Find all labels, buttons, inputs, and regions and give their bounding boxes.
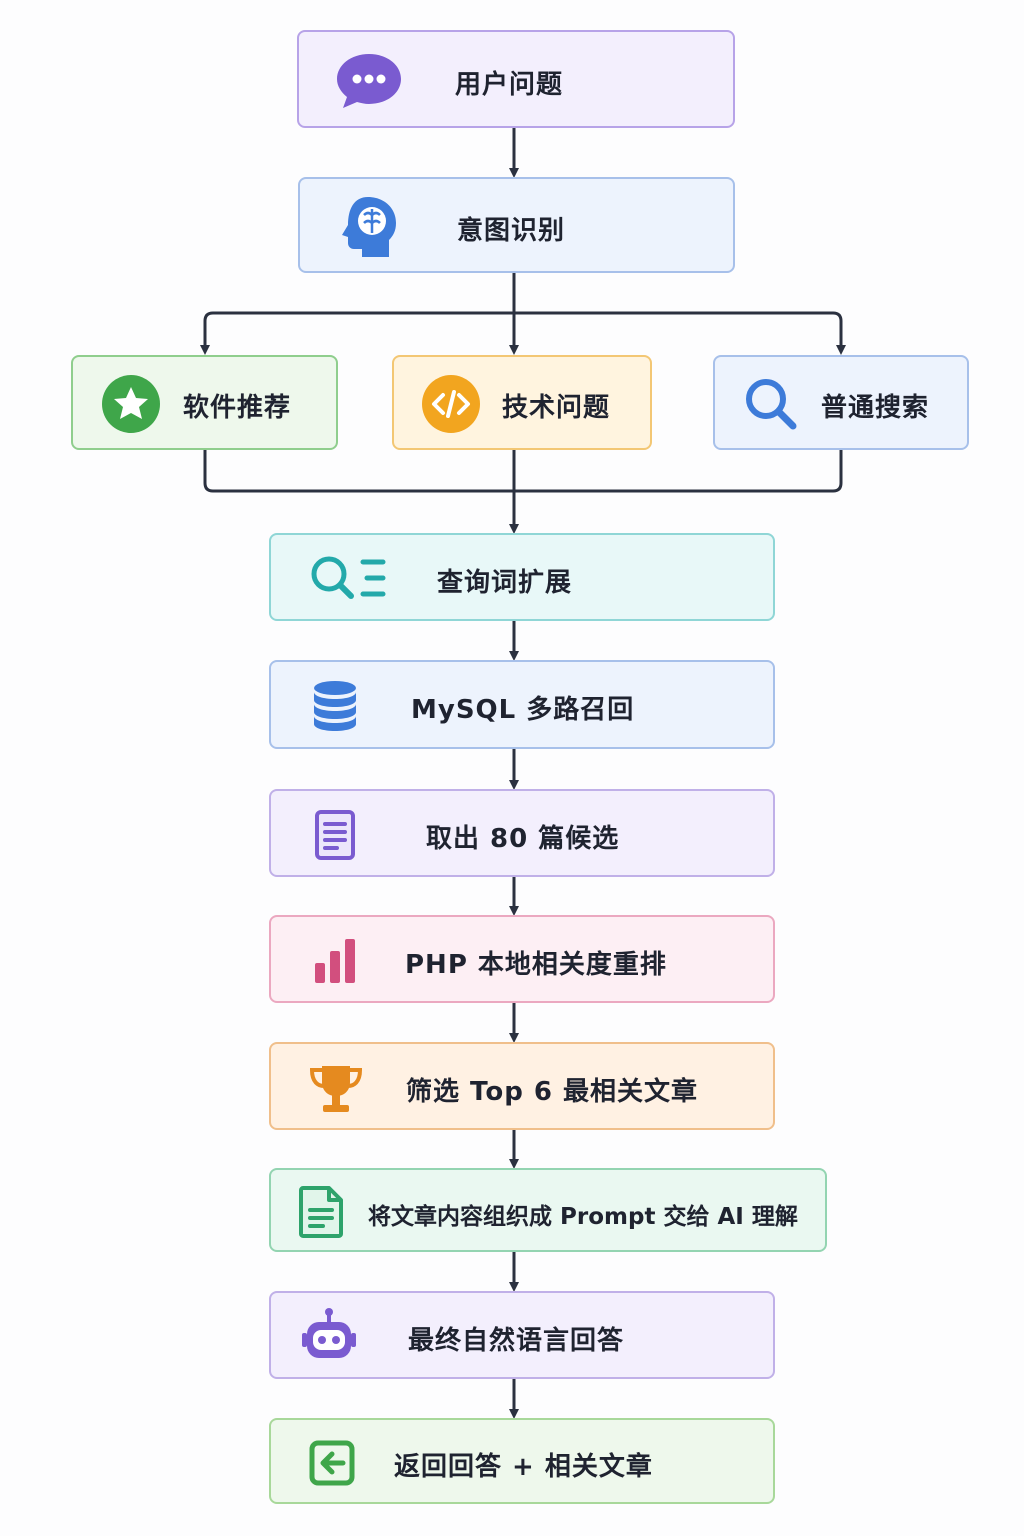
bar-chart-icon — [313, 937, 357, 983]
node-label: 返回回答 + 相关文章 — [394, 1452, 653, 1482]
code-icon — [421, 374, 481, 434]
node-label: 将文章内容组织成 Prompt 交给 AI 理解 — [368, 1204, 798, 1230]
node-general-search: 普通搜索 — [713, 355, 969, 450]
node-label: 取出 80 篇候选 — [426, 824, 620, 854]
node-label: MySQL 多路召回 — [411, 695, 635, 725]
trophy-icon — [308, 1062, 364, 1114]
node-top6: 筛选 Top 6 最相关文章 — [269, 1042, 775, 1130]
node-software-recommendation: 软件推荐 — [71, 355, 338, 450]
node-label: PHP 本地相关度重排 — [405, 950, 667, 980]
search-list-icon — [309, 554, 389, 602]
merge-line-left — [203, 450, 514, 493]
node-label: 筛选 Top 6 最相关文章 — [406, 1077, 699, 1107]
node-return: 返回回答 + 相关文章 — [269, 1418, 775, 1504]
node-rerank: PHP 本地相关度重排 — [269, 915, 775, 1003]
node-label: 最终自然语言回答 — [408, 1326, 625, 1356]
brain-head-icon — [338, 195, 400, 259]
node-label: 软件推荐 — [183, 393, 292, 423]
file-text-icon — [299, 1186, 345, 1238]
node-intent-recognition: 意图识别 — [298, 177, 735, 273]
return-arrow-icon — [309, 1440, 355, 1486]
node-prompt: 将文章内容组织成 Prompt 交给 AI 理解 — [269, 1168, 827, 1252]
node-final-answer: 最终自然语言回答 — [269, 1291, 775, 1379]
node-label: 用户问题 — [455, 70, 564, 100]
node-label: 查询词扩展 — [437, 568, 573, 598]
node-candidates: 取出 80 篇候选 — [269, 789, 775, 877]
database-icon — [313, 680, 357, 732]
node-label: 意图识别 — [457, 216, 566, 246]
search-icon — [743, 376, 799, 432]
chat-bubble-icon — [335, 52, 403, 110]
node-query-expansion: 查询词扩展 — [269, 533, 775, 621]
branch-line-right — [514, 311, 846, 355]
merge-line-right — [514, 450, 843, 493]
node-user-question: 用户问题 — [297, 30, 735, 128]
node-label: 技术问题 — [502, 393, 611, 423]
document-icon — [315, 810, 355, 860]
robot-icon — [301, 1307, 357, 1365]
branch-line-left — [200, 311, 514, 355]
star-icon — [101, 374, 161, 434]
node-mysql-recall: MySQL 多路召回 — [269, 660, 775, 749]
node-label: 普通搜索 — [821, 393, 930, 423]
node-technical-question: 技术问题 — [392, 355, 652, 450]
